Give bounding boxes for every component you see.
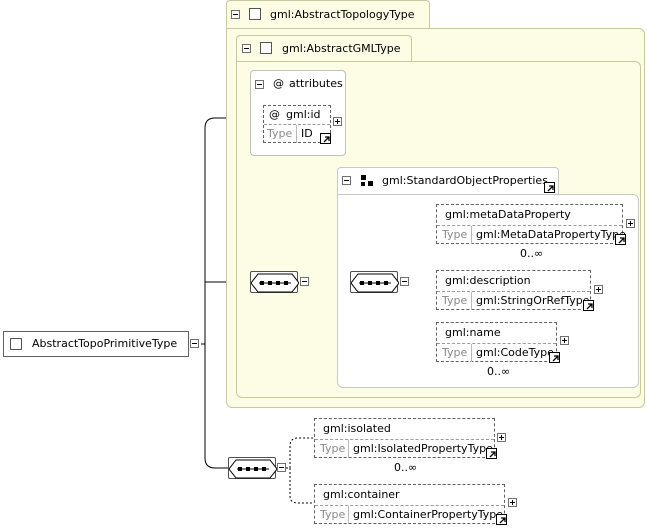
- element-type-label: Type: [320, 508, 346, 521]
- element-type-row: Type gml:StringOrRefType: [437, 291, 590, 310]
- element-type-value: gml:ContainerPropertyType: [353, 508, 504, 521]
- attribute-name: gml:id: [286, 108, 321, 121]
- standard-props-label: gml:StandardObjectProperties: [382, 174, 548, 187]
- attributes-collapse-toggle[interactable]: [255, 80, 264, 89]
- element-name: gml:container: [323, 488, 400, 501]
- element-expand-button[interactable]: [497, 433, 506, 442]
- element-name: gml:description: [445, 274, 531, 287]
- root-type-box[interactable]: AbstractTopoPrimitiveType: [3, 331, 189, 357]
- element-type-link-icon[interactable]: [496, 514, 507, 525]
- sequence-topo-collapse[interactable]: [277, 463, 286, 472]
- element-name: gml:metaDataProperty: [445, 208, 571, 221]
- element-container[interactable]: gml:container Type gml:ContainerProperty…: [314, 484, 505, 524]
- group-icon: [361, 175, 375, 189]
- gml-type-label: gml:AbstractGMLType: [282, 42, 401, 55]
- sequence-compositor-standard[interactable]: [350, 271, 399, 293]
- element-name: gml:name: [445, 326, 501, 339]
- topology-collapse-toggle[interactable]: [231, 10, 240, 19]
- element-name-box[interactable]: gml:name Type gml:CodeType: [436, 322, 557, 362]
- root-type-label: AbstractTopoPrimitiveType: [32, 337, 178, 350]
- occurrence-label: 0..∞: [394, 461, 418, 474]
- element-type-row: Type gml:IsolatedPropertyType: [315, 439, 494, 458]
- attribute-type-row: Type ID: [264, 124, 330, 143]
- element-description[interactable]: gml:description Type gml:StringOrRefType: [436, 270, 591, 310]
- element-expand-button[interactable]: [508, 498, 517, 507]
- element-type-label: Type: [442, 228, 468, 241]
- element-expand-button[interactable]: [594, 285, 603, 294]
- gml-type-icon: [260, 42, 272, 54]
- element-type-row: Type gml:ContainerPropertyType: [315, 505, 504, 524]
- element-expand-button[interactable]: [626, 219, 635, 228]
- element-type-value: gml:MetaDataPropertyType: [476, 228, 626, 241]
- standard-props-tab: gml:StandardObjectProperties: [337, 167, 559, 195]
- element-type-label: Type: [442, 346, 468, 359]
- type-separator: [296, 125, 297, 143]
- attribute-expand-button[interactable]: [333, 117, 342, 126]
- element-type-link-icon[interactable]: [615, 234, 626, 245]
- element-isolated[interactable]: gml:isolated Type gml:IsolatedPropertyTy…: [314, 418, 495, 458]
- sequence-compositor-main[interactable]: [250, 271, 299, 293]
- gml-type-tab: gml:AbstractGMLType: [236, 35, 412, 62]
- root-collapse-toggle[interactable]: [190, 339, 199, 348]
- element-type-row: Type gml:MetaDataPropertyType: [437, 225, 626, 244]
- attribute-type-label: Type: [267, 127, 293, 140]
- type-separator: [471, 344, 472, 362]
- sequence-standard-collapse[interactable]: [400, 277, 409, 286]
- sequence-compositor-topo[interactable]: [228, 457, 277, 479]
- attributes-header: attributes: [289, 77, 343, 90]
- topology-type-icon: [249, 8, 261, 20]
- element-type-link-icon[interactable]: [549, 352, 560, 363]
- occurrence-label: 0..∞: [487, 365, 511, 378]
- element-type-link-icon[interactable]: [486, 448, 497, 459]
- complex-type-icon: [10, 338, 22, 350]
- topology-type-tab: gml:AbstractTopologyType: [226, 0, 430, 29]
- attributes-at-icon: @: [273, 77, 284, 90]
- sequence-main-collapse[interactable]: [300, 277, 309, 286]
- gml-type-collapse-toggle[interactable]: [242, 44, 251, 53]
- topology-type-label: gml:AbstractTopologyType: [270, 8, 415, 21]
- occurrence-label: 0..∞: [520, 247, 544, 260]
- standard-props-collapse[interactable]: [342, 176, 351, 185]
- type-separator: [348, 440, 349, 458]
- attribute-at-icon: @: [269, 108, 280, 121]
- element-type-value: gml:IsolatedPropertyType: [353, 442, 493, 455]
- type-separator: [471, 292, 472, 310]
- element-name: gml:isolated: [323, 422, 391, 435]
- element-type-value: gml:StringOrRefType: [476, 294, 590, 307]
- element-type-label: Type: [320, 442, 346, 455]
- element-type-label: Type: [442, 294, 468, 307]
- attribute-type-value: ID: [301, 127, 313, 140]
- attribute-type-link-icon[interactable]: [320, 133, 331, 144]
- element-type-link-icon[interactable]: [583, 300, 594, 311]
- attribute-gml-id[interactable]: @ gml:id Type ID: [263, 105, 331, 143]
- element-metadataproperty[interactable]: gml:metaDataProperty Type gml:MetaDataPr…: [436, 204, 626, 244]
- type-separator: [348, 506, 349, 524]
- element-type-row: Type gml:CodeType: [437, 343, 556, 362]
- element-expand-button[interactable]: [560, 336, 569, 345]
- type-separator: [471, 226, 472, 244]
- standard-props-link-icon[interactable]: [544, 182, 555, 193]
- element-type-value: gml:CodeType: [476, 346, 554, 359]
